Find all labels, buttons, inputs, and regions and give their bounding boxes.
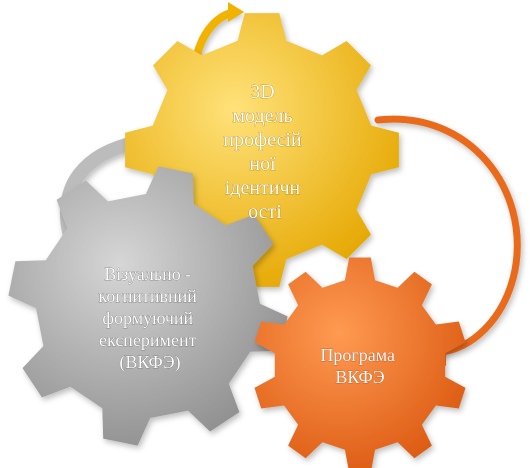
gear-left-shape [8,166,288,446]
gear-left-label-line: Візуально - [104,264,191,284]
gear-top-label-line: ідентичн [225,177,301,199]
gear-left-label-line: експеримент [99,330,197,350]
gear-left-label-line: формуючий [102,308,193,328]
gear-left-label: Візуально - когнитивний формуючий експер… [99,264,202,373]
arrow-top-to-right [374,115,521,356]
gear-right-label-line: ВКФЭ [335,367,384,387]
gear-right-label-line: Програма [320,345,395,365]
gear-top-label-line: професій [223,129,301,151]
gear-top-label-line: ості [248,201,282,223]
gear-top-label: 3D модель професій ної ідентичн ості [223,81,306,223]
arrow-top-loop-head [228,2,244,22]
gear-right-label: Програма ВКФЭ [320,345,399,387]
gear-top-label-line: 3D [250,81,274,103]
gear-top-label-line: модель [232,105,292,127]
gear-right [254,257,466,468]
gear-top-label-line: ної [249,153,276,175]
gear-right-shape [254,257,466,468]
gear-left-label-line: когнитивний [99,286,198,306]
gear-left [8,166,288,446]
gear-left-label-line: (ВКФЭ) [119,352,180,373]
